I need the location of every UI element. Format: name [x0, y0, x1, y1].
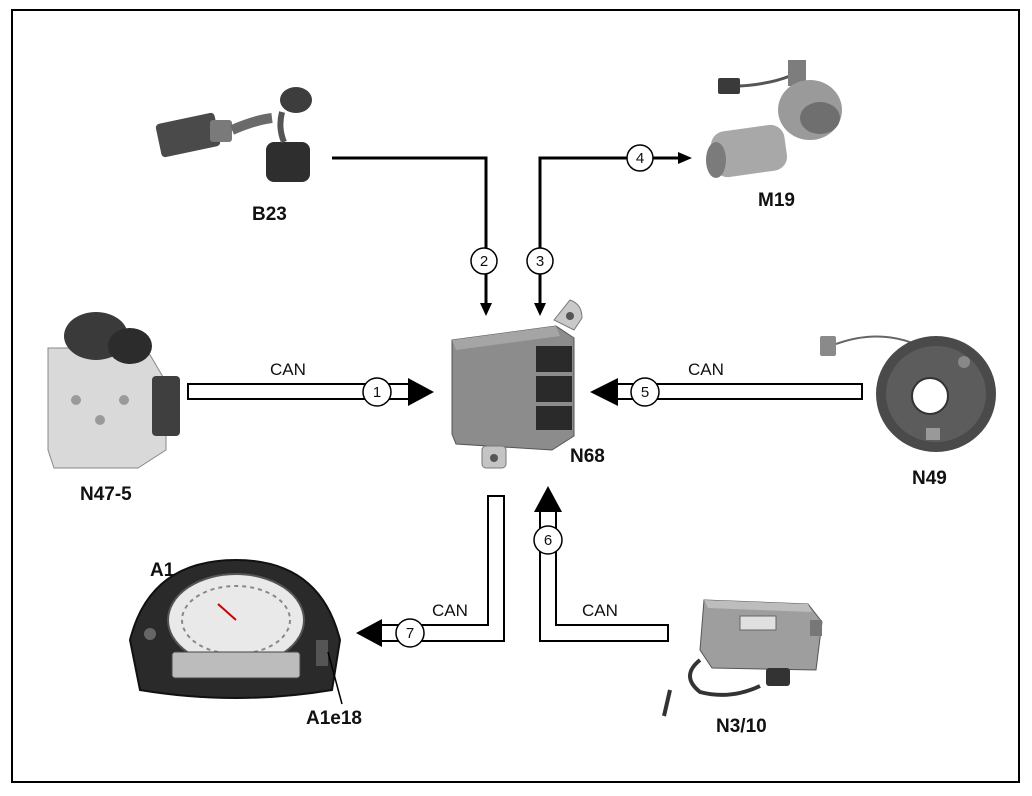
- connection-7: 7 CAN: [356, 495, 505, 648]
- connection-7-bus-label: CAN: [432, 601, 468, 620]
- connection-6-bus-label: CAN: [582, 601, 618, 620]
- connection-7-number: 7: [406, 625, 414, 642]
- b23-sensor-image: [155, 87, 312, 182]
- n3-10-label: N3/10: [716, 716, 767, 737]
- connection-3: 3 4: [526, 144, 692, 316]
- n47-5-esp-unit-image: [47, 312, 180, 469]
- frame-border: [11, 9, 1020, 783]
- connection-1: 1 CAN: [187, 360, 434, 407]
- n49-label: N49: [912, 468, 947, 489]
- connection-2: 2: [332, 156, 498, 316]
- connection-6-number: 6: [544, 532, 552, 549]
- connection-2-number: 2: [480, 253, 488, 270]
- m19-label: M19: [758, 190, 795, 211]
- connection-5-bus-label: CAN: [688, 360, 724, 379]
- connection-4-number: 4: [636, 150, 644, 167]
- a1-label: A1: [150, 560, 175, 581]
- connection-5: 5 CAN: [590, 360, 863, 407]
- n3-10-engine-control-unit-image: [662, 599, 823, 717]
- a1-instrument-cluster-image: [128, 558, 342, 699]
- connection-6: 6 CAN: [533, 486, 669, 642]
- connection-1-bus-label: CAN: [270, 360, 306, 379]
- m19-motor-image: [706, 60, 842, 178]
- a1e18-pointer-line: [327, 651, 343, 705]
- connection-1-number: 1: [373, 384, 381, 401]
- n68-label: N68: [570, 446, 605, 467]
- n49-steering-sensor-image: [820, 335, 996, 452]
- connection-5-number: 5: [641, 384, 649, 401]
- a1e18-label: A1e18: [306, 708, 362, 729]
- connection-3-number: 3: [536, 253, 544, 270]
- n47-5-label: N47-5: [80, 484, 132, 505]
- n68-control-unit-image: [451, 299, 583, 469]
- b23-label: B23: [252, 204, 287, 225]
